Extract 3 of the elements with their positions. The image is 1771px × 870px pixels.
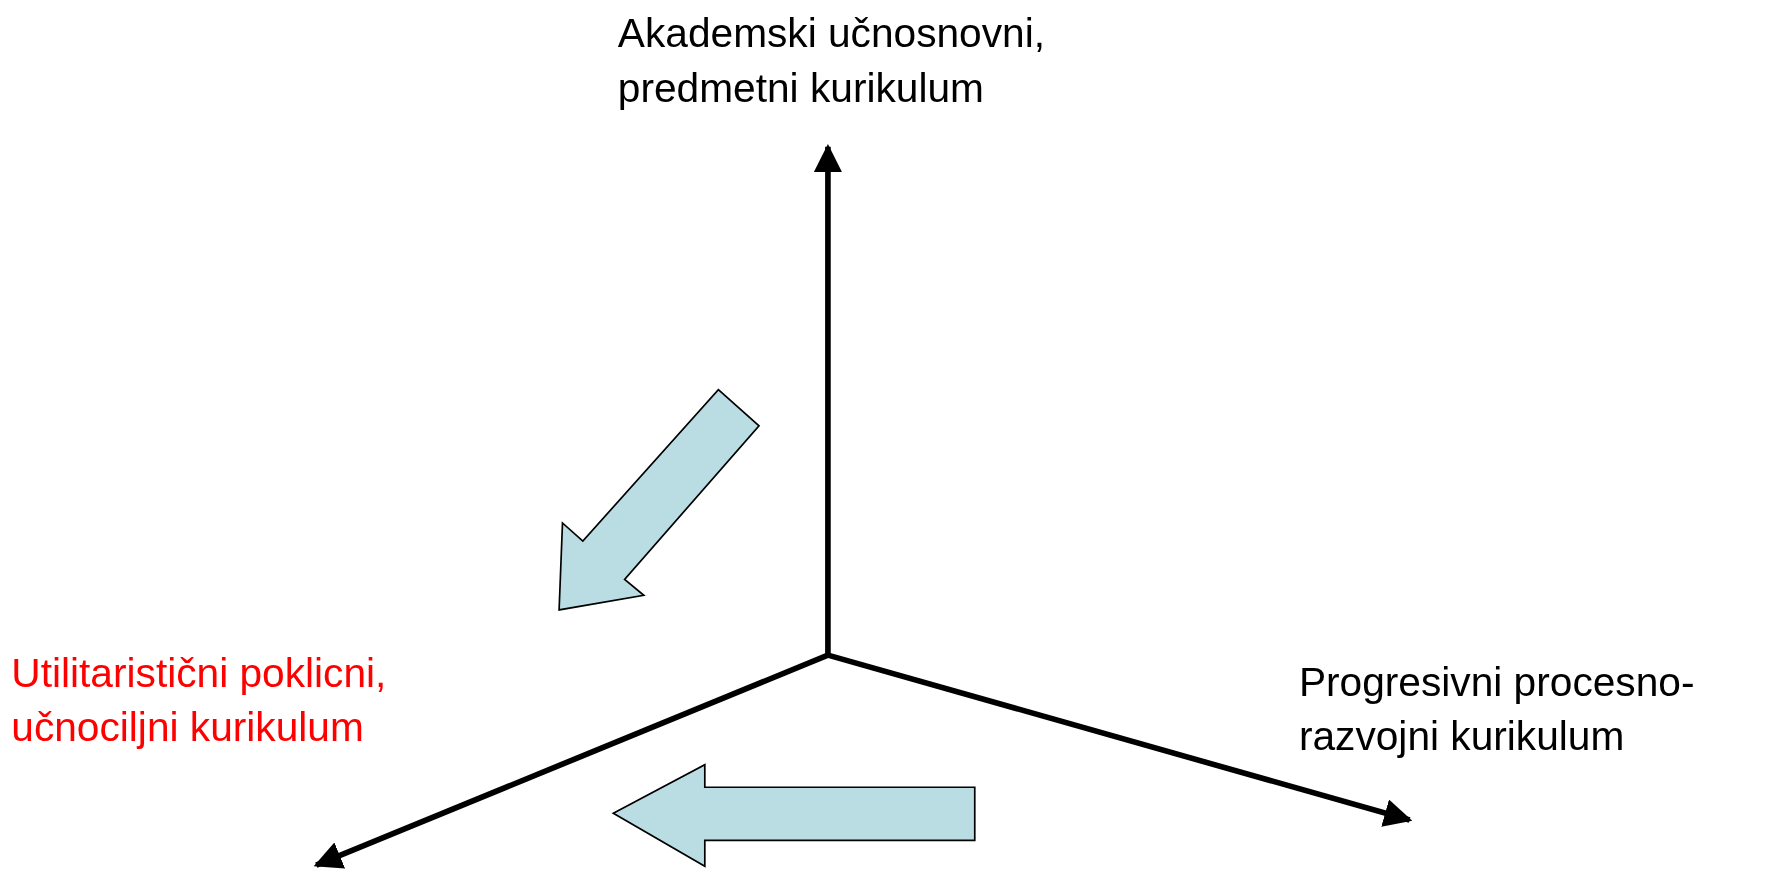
- axis-label: Akademski učnosnovni, predmetni kurikulum: [617, 9, 1046, 113]
- axis-label: Progresivni procesno-razvojni kurikulum: [1298, 657, 1696, 761]
- axis-label: Utilitaristični poklicni, učnociljni kurikulum: [11, 648, 388, 752]
